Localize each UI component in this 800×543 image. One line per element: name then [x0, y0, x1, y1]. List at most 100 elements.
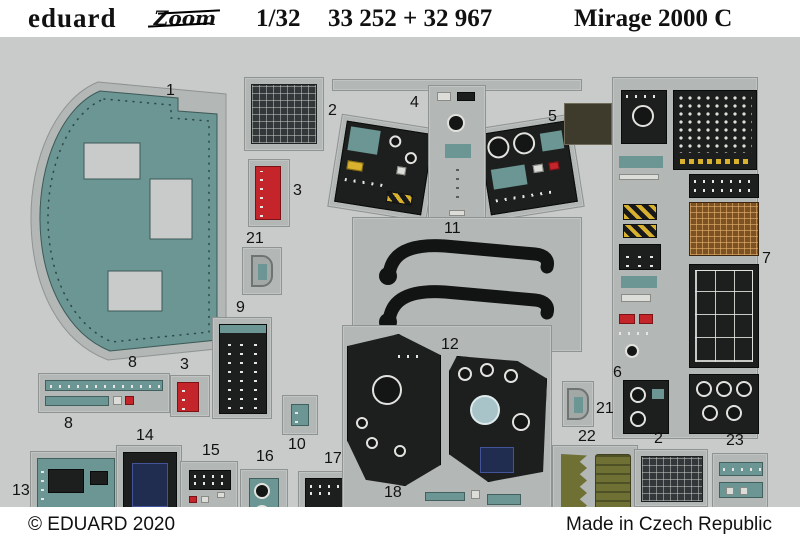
small-strip-part	[719, 482, 763, 498]
red-placard-part	[619, 314, 635, 324]
placard-markings	[182, 386, 185, 410]
fret-plate	[170, 375, 210, 417]
fret-plate	[212, 317, 272, 419]
instrument-dial	[716, 381, 732, 397]
fret-plate	[634, 449, 708, 507]
console-panel-part	[219, 324, 267, 414]
part-label-9: 9	[236, 299, 245, 316]
part-label-22: 22	[578, 428, 596, 445]
instrument-dial	[404, 151, 418, 165]
small-strip-part	[719, 462, 763, 476]
panel-center-column	[428, 85, 486, 227]
small-pad-part	[291, 404, 309, 426]
instrument-block	[189, 470, 231, 490]
dial-panel-part	[621, 90, 667, 144]
sill-strip-part	[45, 380, 163, 391]
instrument-block	[619, 244, 661, 270]
part-label-8a: 8	[128, 354, 137, 371]
tick-marks	[228, 339, 231, 409]
small-placard	[125, 396, 134, 405]
instrument-block	[689, 174, 759, 198]
part-label-8b: 8	[64, 415, 73, 432]
small-placard	[621, 294, 651, 302]
mesh-grille-part	[641, 456, 703, 502]
tick-marks	[295, 408, 298, 423]
button-panel-part	[673, 90, 757, 170]
small-placard	[217, 492, 225, 498]
small-part	[457, 92, 475, 101]
part-label-4: 4	[410, 94, 419, 111]
instrument-dial	[388, 134, 403, 149]
display-screen	[480, 447, 514, 473]
tick-marks	[41, 467, 44, 509]
fret-plate	[562, 381, 594, 427]
console-screen	[48, 469, 84, 493]
instrument-dial	[625, 344, 639, 358]
tick-marks	[694, 189, 754, 192]
part-label-10: 10	[288, 436, 306, 453]
dial-panel-part	[347, 334, 441, 486]
tick-marks	[638, 249, 641, 267]
sill-strip-part	[45, 396, 109, 406]
tick-marks	[650, 249, 653, 267]
placard-markings	[260, 171, 263, 217]
small-placard	[201, 496, 209, 503]
warning-placard	[346, 160, 364, 172]
button-matrix	[678, 95, 752, 153]
tick-marks	[626, 95, 662, 98]
panel-insert	[652, 389, 664, 399]
fret-photo: 1 2 3 21 9 8 8 3 13 14 15 16 10 17 4 5 1…	[0, 37, 800, 543]
small-placard	[619, 174, 659, 180]
copyright-text: © EDUARD 2020	[28, 514, 176, 535]
red-placard-part	[639, 314, 653, 324]
instrument-dial	[696, 381, 712, 397]
fret-plate	[244, 77, 324, 151]
fret-plate	[242, 247, 282, 295]
part-label-23: 23	[726, 432, 744, 449]
eduard-logo: eduard	[28, 3, 117, 33]
part-label-18: 18	[384, 484, 402, 501]
part-label-7: 7	[762, 250, 771, 267]
bracket-part	[567, 388, 589, 420]
instrument-dial	[447, 114, 465, 132]
small-part	[449, 210, 465, 216]
small-placard	[740, 487, 748, 495]
console-screen	[90, 471, 108, 485]
part-label-2a: 2	[328, 102, 337, 119]
fret-plate	[282, 395, 318, 435]
zoom-logo-text: Zoom	[153, 6, 217, 30]
instrument-dial	[630, 387, 646, 403]
tick-marks	[619, 332, 653, 335]
tick-marks	[194, 482, 228, 485]
part-label-21a: 21	[246, 230, 264, 247]
part-label-1: 1	[166, 82, 175, 99]
small-placard	[548, 161, 560, 171]
tick-marks	[310, 492, 334, 495]
instrument-dial	[356, 417, 368, 429]
instrument-dial	[394, 445, 406, 457]
bracket-part	[251, 255, 273, 287]
small-strip-part	[487, 494, 521, 505]
part-label-5: 5	[548, 108, 557, 125]
instrument-panel-left-half	[327, 113, 441, 223]
part-label-14: 14	[136, 427, 154, 444]
small-placard	[726, 487, 734, 495]
cockpit-sidewall-part	[30, 81, 227, 361]
kit-title: Mirage 2000 C	[574, 5, 733, 32]
footer-bar: © EDUARD 2020 Made in Czech Republic	[0, 507, 800, 543]
part-label-17: 17	[324, 450, 342, 467]
header-bar: eduard Zoom 1/32 33 252 + 32 967 Mirage …	[0, 0, 800, 37]
dial-panel-part	[623, 380, 669, 434]
small-placard	[113, 396, 122, 405]
adi-dial	[470, 395, 500, 425]
console-strip	[220, 325, 266, 333]
strip-markings	[50, 385, 160, 388]
hazard-stripe-placard	[623, 224, 657, 238]
fret-plate-lower-center	[342, 325, 552, 525]
hazard-stripe-placard	[623, 204, 657, 220]
part-label-11: 11	[444, 220, 461, 237]
breaker-panel-part	[689, 264, 759, 368]
small-strip-part	[425, 492, 465, 501]
small-placard	[396, 166, 407, 176]
